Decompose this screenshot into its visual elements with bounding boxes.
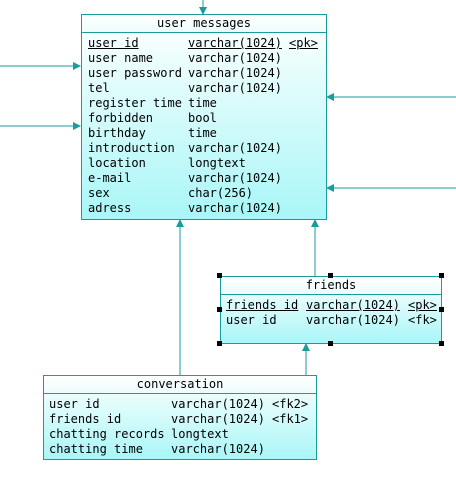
selection-handle-middle-left[interactable] bbox=[217, 307, 222, 312]
attribute-key: <pk> bbox=[289, 36, 318, 50]
attribute-row[interactable]: friends id varchar(1024) <pk> bbox=[221, 298, 441, 313]
attribute-row[interactable]: forbidden bool bbox=[82, 111, 326, 126]
attribute-type: varchar(1024) bbox=[188, 171, 282, 185]
entity-title: conversation bbox=[44, 376, 316, 394]
attribute-row[interactable]: tel varchar(1024) bbox=[82, 81, 326, 96]
attribute-name: location bbox=[88, 156, 146, 170]
entity-attribute-list: user id varchar(1024) <pk> user name var… bbox=[82, 33, 326, 216]
attribute-row[interactable]: sex char(256) bbox=[82, 186, 326, 201]
attribute-type: longtext bbox=[188, 156, 246, 170]
selection-handle-top-center[interactable] bbox=[328, 273, 333, 278]
entity-title: user messages bbox=[82, 15, 326, 33]
attribute-key: <fk> bbox=[408, 313, 437, 327]
selection-handle-middle-right[interactable] bbox=[439, 307, 444, 312]
attribute-type: varchar(1024) bbox=[171, 442, 265, 456]
attribute-name: birthday bbox=[88, 126, 146, 140]
attribute-type: char(256) bbox=[188, 186, 254, 200]
attribute-type: time bbox=[188, 96, 217, 110]
entity-attribute-list: user id varchar(1024) <fk2> friends id v… bbox=[44, 394, 316, 457]
attribute-row[interactable]: e-mail varchar(1024) bbox=[82, 171, 326, 186]
attribute-type: varchar(1024) bbox=[188, 51, 282, 65]
attribute-name: sex bbox=[88, 186, 110, 200]
attribute-name: introduction bbox=[88, 141, 175, 155]
selection-handle-bottom-center[interactable] bbox=[328, 341, 333, 346]
attribute-name: user id bbox=[49, 397, 100, 411]
attribute-type: varchar(1024) bbox=[188, 36, 282, 50]
entity-attribute-list: friends id varchar(1024) <pk> user id va… bbox=[221, 295, 441, 328]
entity-title: friends bbox=[221, 277, 441, 295]
attribute-row[interactable]: register time time bbox=[82, 96, 326, 111]
attribute-row[interactable]: location longtext bbox=[82, 156, 326, 171]
attribute-row[interactable]: user id varchar(1024) <fk> bbox=[221, 313, 441, 328]
entity-user-messages[interactable]: user messages user id varchar(1024) <pk>… bbox=[81, 14, 327, 220]
attribute-name: forbidden bbox=[88, 111, 154, 125]
attribute-name: chatting time bbox=[49, 442, 143, 456]
attribute-name: user id bbox=[226, 313, 277, 327]
attribute-row[interactable]: introduction varchar(1024) bbox=[82, 141, 326, 156]
selection-handle-bottom-left[interactable] bbox=[217, 341, 222, 346]
attribute-name: chatting records bbox=[49, 427, 165, 441]
attribute-name: tel bbox=[88, 81, 110, 95]
attribute-row[interactable]: friends id varchar(1024) <fk1> bbox=[44, 412, 316, 427]
attribute-row[interactable]: chatting time varchar(1024) bbox=[44, 442, 316, 457]
attribute-row[interactable]: chatting records longtext bbox=[44, 427, 316, 442]
attribute-type: varchar(1024) bbox=[188, 66, 282, 80]
attribute-type: varchar(1024) bbox=[188, 201, 282, 215]
attribute-name: friends id bbox=[49, 412, 122, 426]
attribute-type: varchar(1024) bbox=[188, 141, 282, 155]
attribute-row[interactable]: user id varchar(1024) <pk> bbox=[82, 36, 326, 51]
attribute-name: adress bbox=[88, 201, 132, 215]
attribute-type: bool bbox=[188, 111, 217, 125]
attribute-name: e-mail bbox=[88, 171, 132, 185]
attribute-key: <fk1> bbox=[272, 412, 309, 426]
attribute-row[interactable]: adress varchar(1024) bbox=[82, 201, 326, 216]
attribute-key: <fk2> bbox=[272, 397, 309, 411]
attribute-row[interactable]: user id varchar(1024) <fk2> bbox=[44, 397, 316, 412]
attribute-row[interactable]: user name varchar(1024) bbox=[82, 51, 326, 66]
attribute-row[interactable]: birthday time bbox=[82, 126, 326, 141]
attribute-type: varchar(1024) bbox=[171, 412, 265, 426]
attribute-name: user name bbox=[88, 51, 154, 65]
attribute-type: longtext bbox=[171, 427, 229, 441]
attribute-name: user id bbox=[88, 36, 139, 50]
selection-handle-top-left[interactable] bbox=[217, 273, 222, 278]
selection-handle-bottom-right[interactable] bbox=[439, 341, 444, 346]
attribute-type: varchar(1024) bbox=[171, 397, 265, 411]
attribute-type: time bbox=[188, 126, 217, 140]
attribute-name: friends id bbox=[226, 298, 299, 312]
entity-friends[interactable]: friends friends id varchar(1024) <pk> us… bbox=[220, 276, 442, 344]
attribute-name: register time bbox=[88, 96, 182, 110]
attribute-row[interactable]: user password varchar(1024) bbox=[82, 66, 326, 81]
attribute-type: varchar(1024) bbox=[306, 298, 400, 312]
selection-handle-top-right[interactable] bbox=[439, 273, 444, 278]
attribute-key: <pk> bbox=[408, 298, 437, 312]
attribute-type: varchar(1024) bbox=[306, 313, 400, 327]
attribute-type: varchar(1024) bbox=[188, 81, 282, 95]
attribute-name: user password bbox=[88, 66, 182, 80]
entity-conversation[interactable]: conversation user id varchar(1024) <fk2>… bbox=[43, 375, 317, 460]
